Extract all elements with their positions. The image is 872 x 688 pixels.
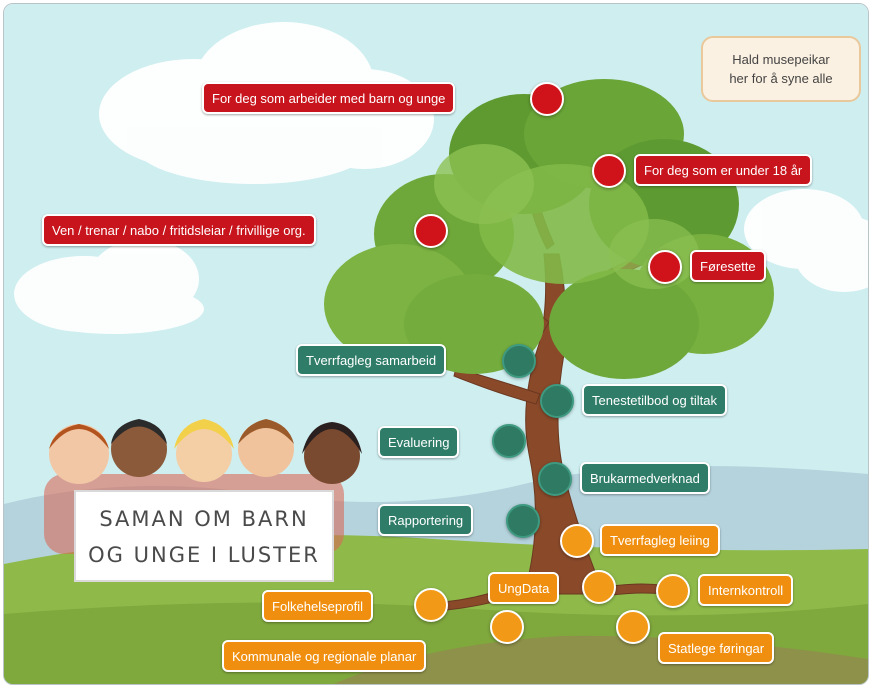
marker-dot-public-health-profile[interactable] xyxy=(414,588,448,622)
interactive-tree-panel: For deg som arbeider med barn og unge Fo… xyxy=(3,3,869,685)
marker-dot-services-measures[interactable] xyxy=(540,384,574,418)
marker-label-services-measures[interactable]: Tenestetilbod og tiltak xyxy=(582,384,728,416)
marker-dot-regional-plans[interactable] xyxy=(490,610,524,644)
sign-line-1: SAMAN OM BARN xyxy=(99,507,309,531)
marker-label-internal-control[interactable]: Internkontroll xyxy=(698,574,794,606)
marker-dot-reporting[interactable] xyxy=(506,504,540,538)
hint-line-2: her for å syne alle xyxy=(729,71,833,86)
marker-dot-interdisciplinary-leadership[interactable] xyxy=(560,524,594,558)
marker-dot-guardians[interactable] xyxy=(648,250,682,284)
marker-dot-state-guidelines[interactable] xyxy=(616,610,650,644)
marker-label-evaluation[interactable]: Evaluering xyxy=(378,426,460,458)
sign-line-2: OG UNGE I LUSTER xyxy=(88,543,320,567)
marker-dot-internal-control[interactable] xyxy=(656,574,690,608)
marker-label-ungdata[interactable]: UngData xyxy=(488,572,560,604)
marker-label-user-participation[interactable]: Brukarmedverknad xyxy=(580,462,710,494)
marker-label-reporting[interactable]: Rapportering xyxy=(378,504,474,536)
tree-illustration xyxy=(4,4,868,684)
marker-label-guardians[interactable]: Føresette xyxy=(690,250,766,282)
marker-label-interdisciplinary-leadership[interactable]: Tverrfagleg leiing xyxy=(600,524,720,556)
marker-dot-interdisciplinary-cooperation[interactable] xyxy=(502,344,536,378)
marker-dot-user-participation[interactable] xyxy=(538,462,572,496)
marker-label-under-18[interactable]: For deg som er under 18 år xyxy=(634,154,813,186)
marker-label-working-with-children[interactable]: For deg som arbeider med barn og unge xyxy=(202,82,456,114)
hover-hint-box: Hald musepeikar her for å syne alle xyxy=(701,36,861,102)
hint-line-1: Hald musepeikar xyxy=(732,52,830,67)
marker-label-public-health-profile[interactable]: Folkehelseprofil xyxy=(262,590,374,622)
marker-label-state-guidelines[interactable]: Statlege føringar xyxy=(658,632,775,664)
marker-dot-evaluation[interactable] xyxy=(492,424,526,458)
marker-dot-under-18[interactable] xyxy=(592,154,626,188)
marker-label-friend-coach[interactable]: Ven / trenar / nabo / fritidsleiar / fri… xyxy=(42,214,316,246)
marker-label-interdisciplinary-cooperation[interactable]: Tverrfagleg samarbeid xyxy=(296,344,447,376)
marker-label-regional-plans[interactable]: Kommunale og regionale planar xyxy=(222,640,427,672)
title-sign: SAMAN OM BARN OG UNGE I LUSTER xyxy=(74,490,334,582)
marker-dot-ungdata[interactable] xyxy=(582,570,616,604)
marker-dot-friend-coach[interactable] xyxy=(414,214,448,248)
marker-dot-working-with-children[interactable] xyxy=(530,82,564,116)
